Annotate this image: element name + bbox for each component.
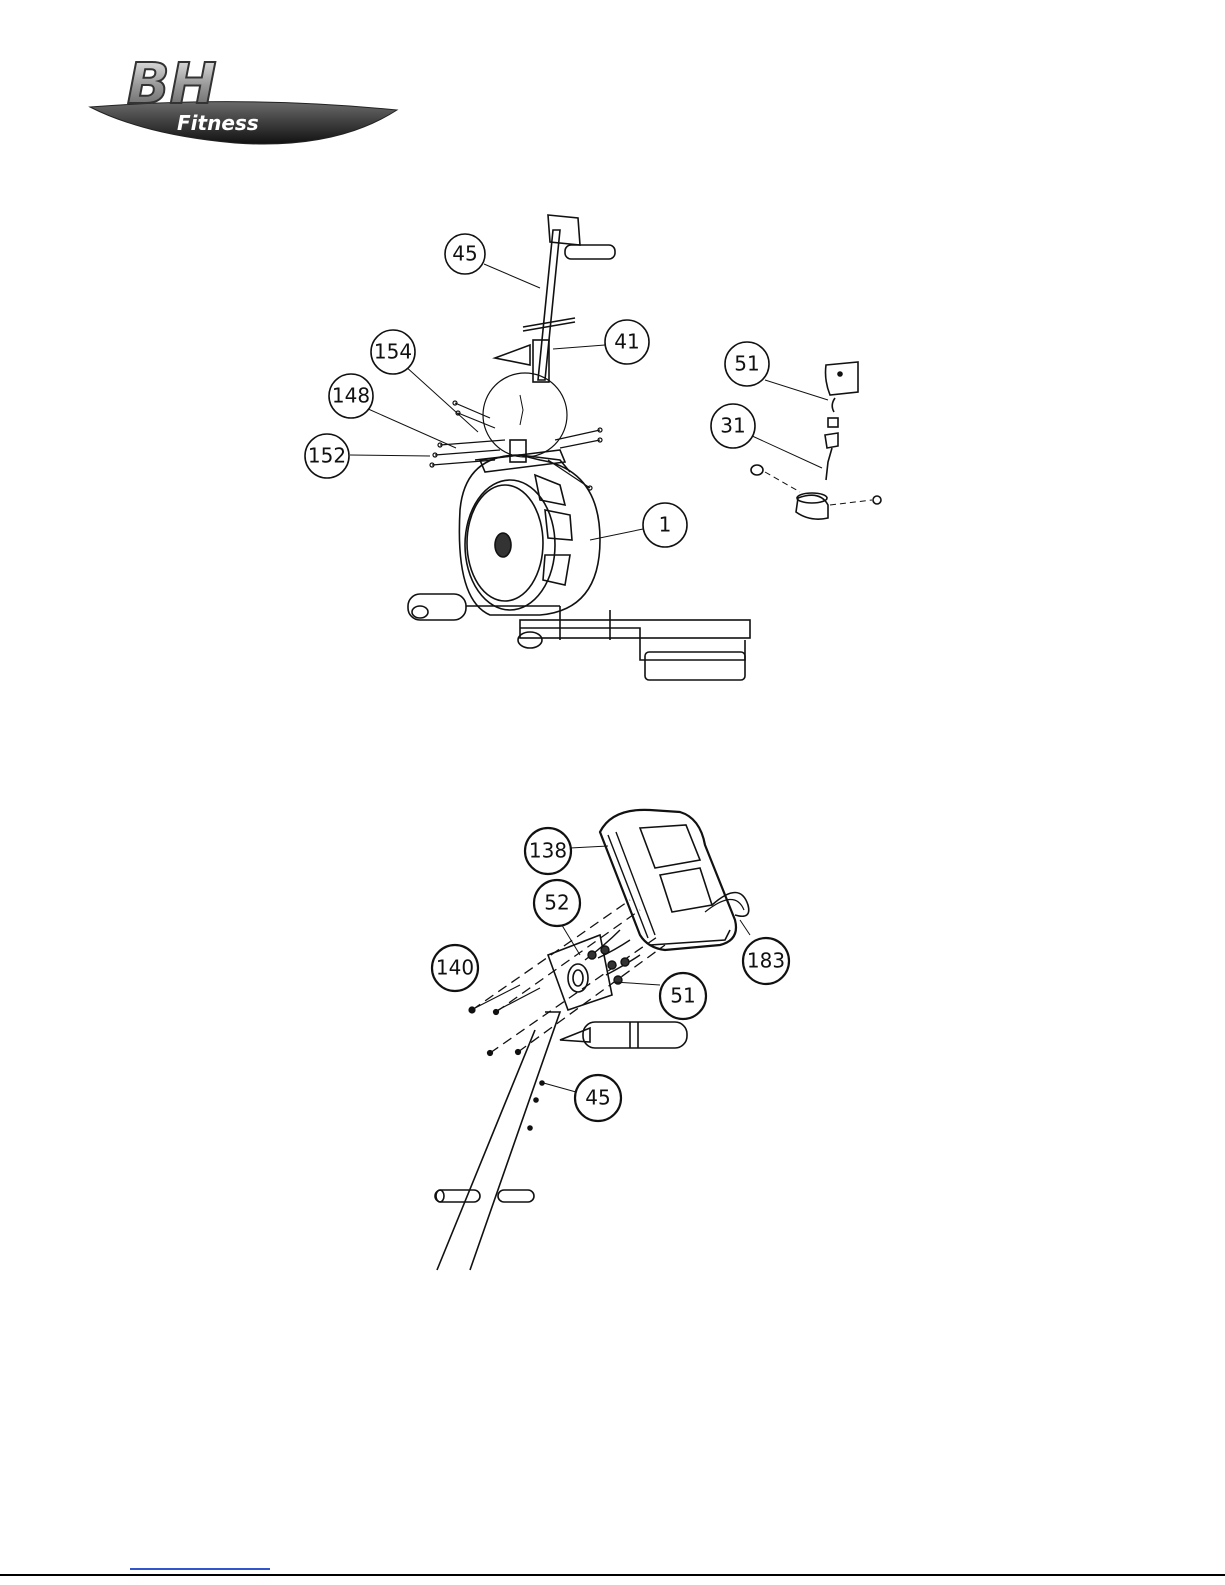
callout-45-bottom: 45 [585,1086,610,1110]
callout-51-bottom: 51 [670,984,695,1008]
footer-link-underline[interactable] [130,1568,270,1570]
bottom-callouts [432,828,789,1121]
footer-rule [0,1574,1225,1576]
top-callouts [305,234,769,547]
callout-41: 41 [614,330,639,354]
callout-52: 52 [544,891,569,915]
callout-140: 140 [436,956,474,980]
top-exploded-view [350,215,881,680]
callout-1: 1 [659,513,672,537]
callout-45: 45 [452,242,477,266]
callout-154: 154 [374,340,412,364]
callout-148: 148 [332,384,370,408]
callout-31: 31 [720,414,745,438]
callout-138: 138 [529,839,567,863]
callout-51: 51 [734,352,759,376]
bottom-exploded-view [435,810,750,1270]
callout-152: 152 [308,444,346,468]
callout-183: 183 [747,949,785,973]
